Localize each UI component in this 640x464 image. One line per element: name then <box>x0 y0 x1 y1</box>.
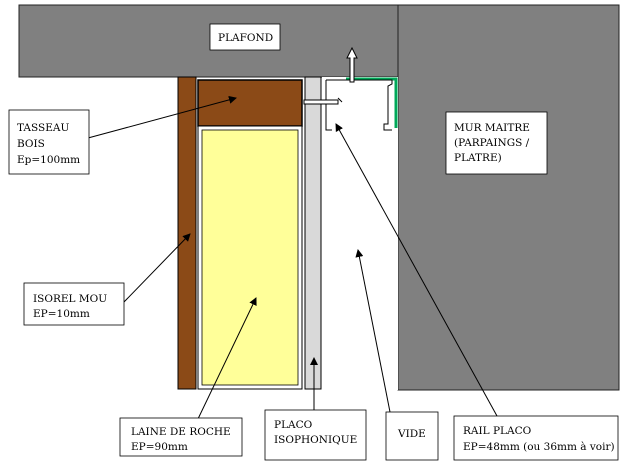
label-placo-line1: PLACO <box>274 419 313 431</box>
rock-wool <box>201 129 299 386</box>
label-tasseau: TASSEAU BOIS Ep=100mm <box>8 109 90 175</box>
label-isorel-line2: EP=10mm <box>33 308 90 320</box>
master-wall <box>397 4 620 391</box>
isorel-board <box>177 76 197 390</box>
leader-rail <box>335 123 498 417</box>
label-rail: RAIL PLACO EP=48mm (ou 36mm à voir) <box>453 415 619 461</box>
leader-isorel <box>123 233 191 303</box>
label-isorel: ISOREL MOU EP=10mm <box>23 282 125 326</box>
label-mur-line1: MUR MAITRE <box>454 122 530 134</box>
label-mur-line3: PLATRE) <box>454 152 502 164</box>
wall-screw-icon <box>303 99 339 105</box>
label-mur-maitre: MUR MAITRE (PARPAINGS / PLATRE) <box>445 111 548 175</box>
label-rail-line1: RAIL PLACO <box>463 425 532 437</box>
placo-board <box>304 76 322 390</box>
label-placo: PLACO ISOPHONIQUE <box>264 409 367 461</box>
label-tasseau-line1: TASSEAU <box>17 122 69 134</box>
rail-lip-left <box>325 80 332 131</box>
leader-tasseau <box>87 95 237 139</box>
label-laine-line2: EP=90mm <box>131 441 188 453</box>
label-tasseau-line2: BOIS <box>17 138 45 150</box>
ceiling-screw-icon <box>346 46 358 83</box>
label-placo-line2: ISOPHONIQUE <box>274 434 357 446</box>
label-laine-line1: LAINE DE ROCHE <box>131 426 231 438</box>
label-vide: VIDE <box>385 411 439 461</box>
placo-rail-profile <box>326 79 393 131</box>
label-mur-line2: (PARPAINGS / <box>454 137 530 149</box>
label-plafond: PLAFOND <box>209 23 281 51</box>
label-rail-line2: EP=48mm (ou 36mm à voir) <box>463 441 615 453</box>
label-tasseau-line3: Ep=100mm <box>17 154 80 166</box>
void-area <box>322 77 398 390</box>
placo-rail <box>346 77 398 128</box>
label-plafond-text: PLAFOND <box>218 32 273 44</box>
wall-screw-head <box>337 97 343 103</box>
wood-batten <box>197 79 303 127</box>
leader-vide <box>355 249 391 413</box>
label-isorel-line1: ISOREL MOU <box>33 293 107 305</box>
label-laine: LAINE DE ROCHE EP=90mm <box>119 417 243 457</box>
leader-laine <box>196 297 257 422</box>
label-vide-text: VIDE <box>397 428 426 440</box>
